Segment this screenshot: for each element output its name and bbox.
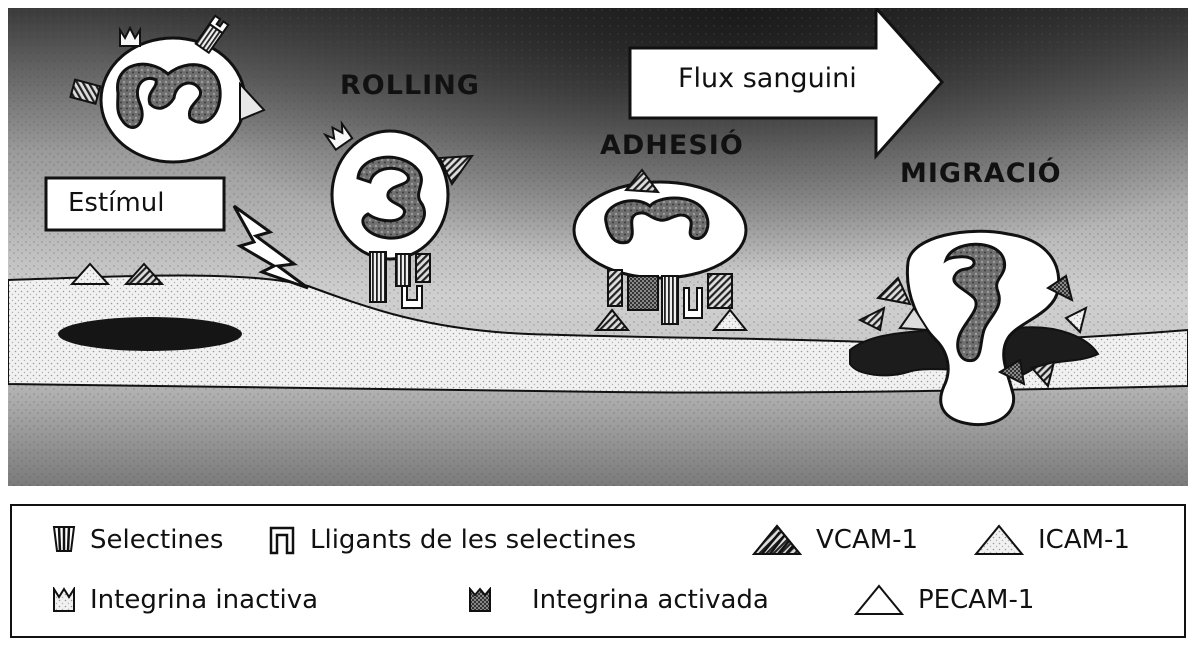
leukocyte-extravasation-diagram: ROLLING ADHESIÓ MIGRACIÓ Flux sanguini E… [7, 4, 1189, 486]
legend-item-selectin-ligands: Lligants de les selectines [268, 516, 636, 564]
pecam1-icon [854, 584, 904, 615]
endothelial-nucleus [58, 317, 242, 351]
legend-item-active-integrin: Integrina activada [468, 576, 769, 624]
selectin-ligand-icon [269, 526, 295, 555]
legend-label-selectins: Selectines [90, 525, 224, 555]
legend-label-pecam1: PECAM-1 [918, 585, 1035, 615]
legend-item-inactive-integrin: Integrina inactiva [52, 576, 318, 624]
legend-item-pecam1: PECAM-1 [854, 576, 1034, 624]
leukocyte-migration [849, 229, 1100, 427]
blood-flow-arrow [628, 4, 945, 160]
lightning-icon [232, 204, 309, 290]
vcam1-marker [123, 262, 165, 285]
icam1-icon [974, 524, 1024, 555]
legend: Selectines Lligants de les selectines VC… [10, 504, 1186, 638]
vcam1-icon [752, 524, 802, 555]
flow-label: Flux sanguini [678, 63, 857, 94]
legend-label-icam1: ICAM-1 [1038, 525, 1130, 555]
diagram-canvas [7, 4, 1189, 486]
icam1-marker [69, 262, 111, 285]
legend-label-selectin-ligands: Lligants de les selectines [310, 525, 637, 555]
stimulus-label: Estímul [68, 188, 165, 218]
stimulus-box [44, 176, 226, 232]
stage-label-rolling: ROLLING [340, 70, 480, 101]
stage-label-adhesion: ADHESIÓ [600, 130, 744, 161]
legend-row-2: Integrina inactiva Integrina activada PE… [12, 576, 1184, 624]
legend-row-1: Selectines Lligants de les selectines VC… [12, 516, 1184, 564]
legend-item-icam1: ICAM-1 [974, 516, 1130, 564]
legend-item-vcam1: VCAM-1 [752, 516, 918, 564]
stage-label-migration: MIGRACIÓ [900, 158, 1062, 189]
leukocyte-rolling [322, 120, 475, 309]
leukocyte-adhesion [572, 168, 749, 331]
legend-label-vcam1: VCAM-1 [816, 525, 919, 555]
legend-label-inactive-integrin: Integrina inactiva [90, 585, 319, 615]
leukocyte-circulating [69, 14, 266, 164]
active-integrin-icon [469, 587, 491, 612]
legend-label-active-integrin: Integrina activada [532, 585, 769, 615]
inactive-integrin-icon [53, 587, 75, 612]
selectin-icon [52, 526, 76, 552]
legend-item-selectins: Selectines [52, 516, 223, 564]
